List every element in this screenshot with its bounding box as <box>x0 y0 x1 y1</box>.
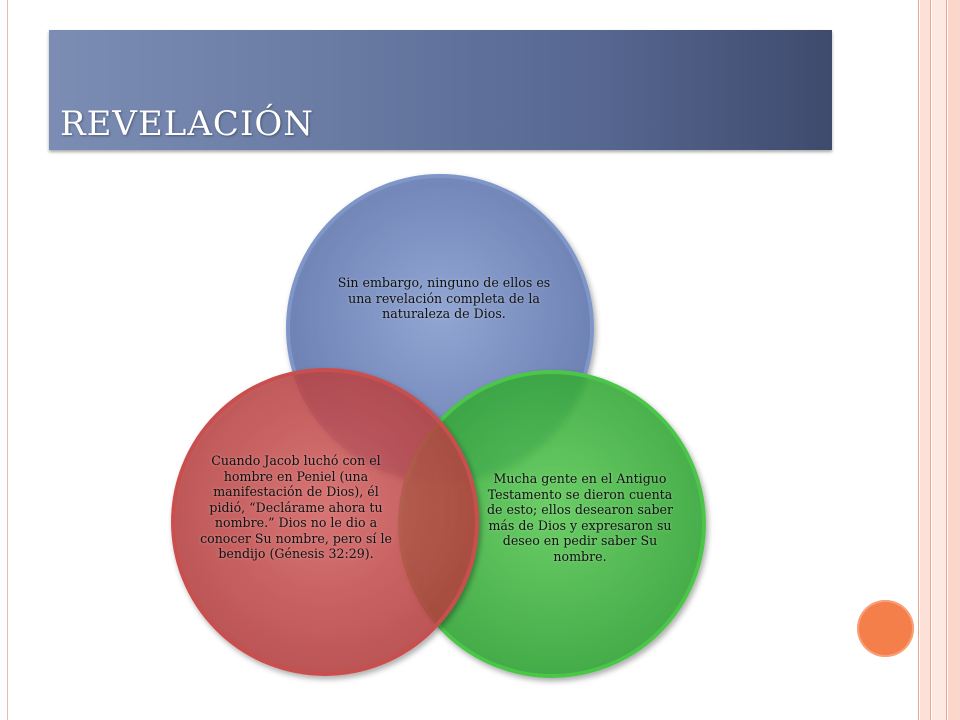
circle-top-text: Sin embargo, ninguno de ellos es una rev… <box>337 275 551 321</box>
right-decorative-stripes <box>918 0 960 720</box>
circle-left-text: Cuando Jacob luchó con el hombre en Peni… <box>200 453 392 561</box>
title-bar <box>49 30 832 150</box>
slide-title: REVELACIÓN <box>60 104 314 144</box>
accent-dot-icon <box>857 600 914 657</box>
left-border-line <box>7 0 8 720</box>
circle-left <box>171 368 479 676</box>
circle-right-text: Mucha gente en el Antiguo Testamento se … <box>486 471 674 564</box>
